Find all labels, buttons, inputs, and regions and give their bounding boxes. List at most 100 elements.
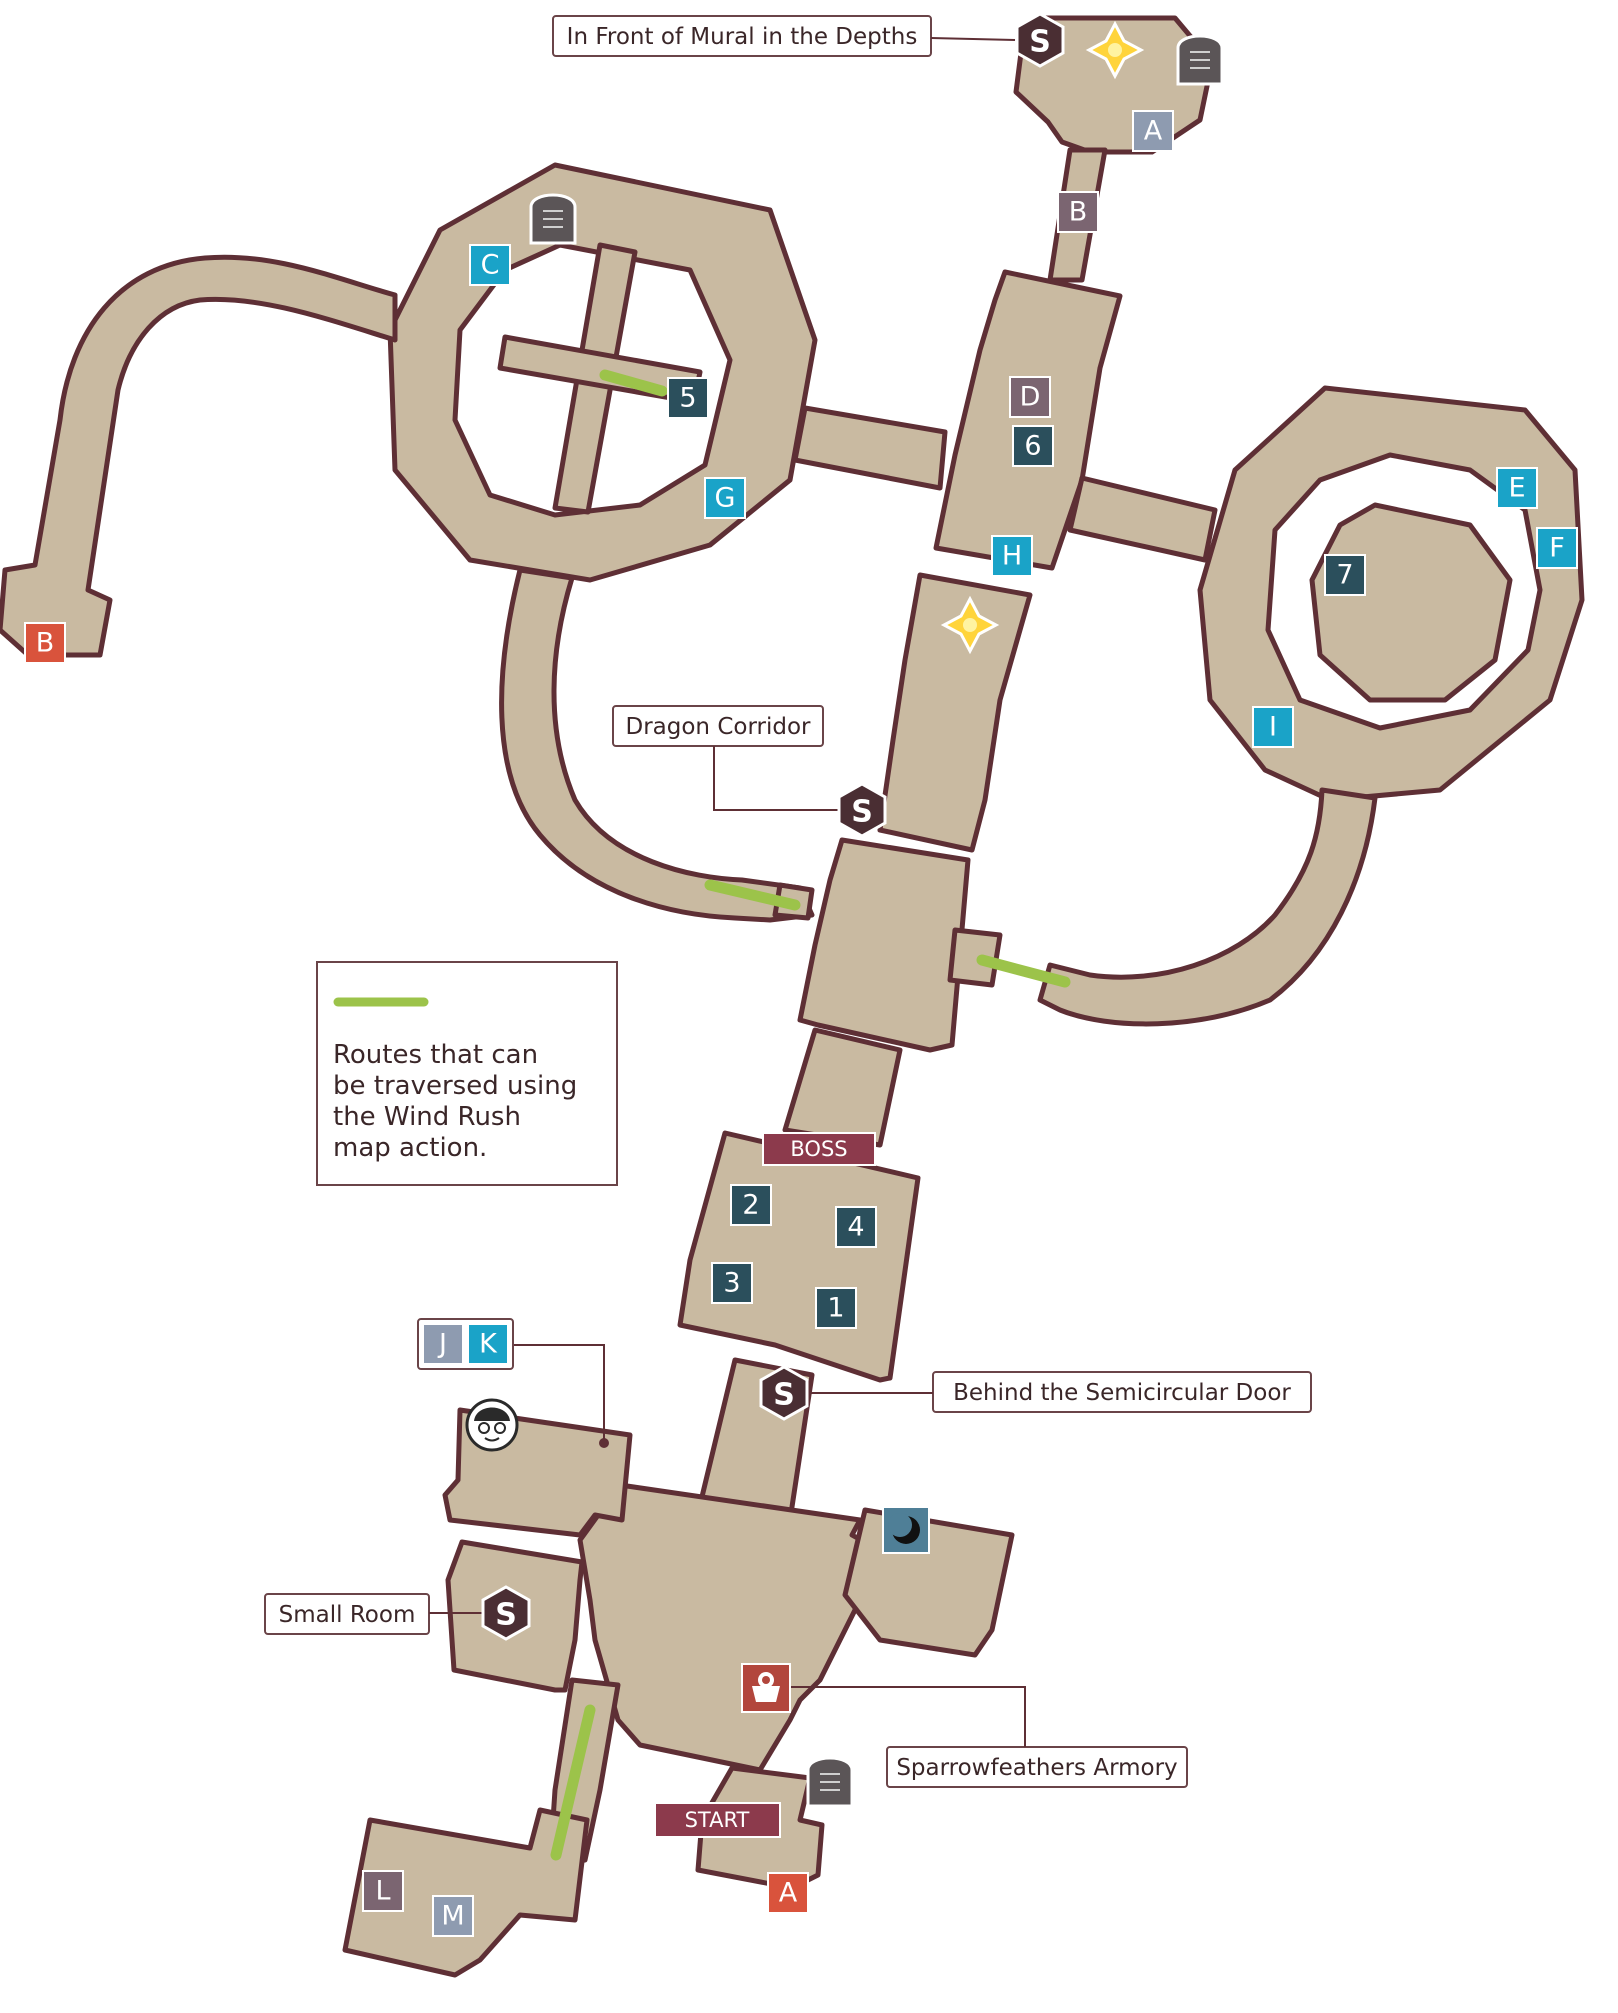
svg-text:D: D	[1020, 382, 1041, 413]
svg-text:I: I	[1269, 712, 1277, 743]
label-mural: In Front of Mural in the Depths	[567, 24, 918, 50]
west-arc-corridor	[0, 254, 398, 658]
svg-text:S: S	[1029, 25, 1051, 60]
start-tag-bg	[654, 1802, 781, 1838]
marker-2: 2	[730, 1184, 772, 1226]
central-hub	[797, 837, 971, 1053]
svg-text:B: B	[36, 628, 55, 659]
label-dragon-box	[612, 705, 824, 747]
label-semicircular: Behind the Semicircular Door	[953, 1380, 1291, 1406]
marker-m: M	[432, 1895, 474, 1937]
marker-7: 7	[1324, 554, 1366, 596]
svg-text:S: S	[851, 795, 873, 830]
wind-route-west-loop	[704, 879, 801, 911]
marker-6: 6	[1012, 425, 1054, 467]
legend-line-2: be traversed using	[333, 1071, 577, 1101]
marker-4: 4	[835, 1206, 877, 1248]
label-dragon: Dragon Corridor	[626, 714, 812, 740]
tombstone-icon	[806, 1756, 854, 1808]
marker-a-top: A	[1132, 110, 1174, 152]
star-point-icon	[1085, 20, 1145, 80]
svg-text:1: 1	[827, 1293, 844, 1324]
marker-h: H	[991, 535, 1033, 577]
svg-text:4: 4	[847, 1212, 864, 1243]
wind-route-east-loop	[976, 954, 1071, 988]
save-point-icon: S	[759, 1365, 809, 1421]
leader-mural	[930, 37, 1016, 41]
svg-text:H: H	[1002, 541, 1022, 572]
svg-text:6: 6	[1024, 431, 1041, 462]
svg-text:G: G	[715, 483, 736, 514]
svg-text:A: A	[1144, 116, 1163, 147]
marker-l: L	[362, 1870, 404, 1912]
tombstone-icon	[1176, 34, 1224, 86]
label-mural-box	[552, 15, 932, 57]
svg-text:B: B	[1069, 197, 1088, 228]
lower-hub	[577, 1482, 873, 1773]
tags: BOSS START	[654, 1132, 876, 1838]
label-small-room: Small Room	[279, 1602, 416, 1628]
moon-icon	[882, 1506, 930, 1554]
icons: S S S S	[465, 12, 1224, 1808]
save-point-icon: S	[837, 782, 887, 838]
start-tag: START	[685, 1808, 750, 1832]
markers: A B C D 6 5 G H E F 7 I B 2 4 3 1 J K L …	[24, 110, 1578, 1937]
star-corridor	[877, 572, 1033, 853]
svg-text:K: K	[479, 1329, 498, 1360]
svg-text:A: A	[779, 1878, 798, 1909]
boss-approach	[782, 1027, 903, 1148]
save-point-icon: S	[1015, 12, 1065, 68]
wind-route-west-cross	[599, 369, 668, 397]
star-point-icon	[940, 595, 1000, 655]
merchant-face-icon	[465, 1398, 519, 1452]
leader-jk-dot	[599, 1438, 609, 1448]
marker-1: 1	[815, 1287, 857, 1329]
marker-i: I	[1252, 706, 1294, 748]
marker-e: E	[1496, 467, 1538, 509]
svg-text:5: 5	[679, 383, 696, 414]
svg-text:L: L	[375, 1876, 390, 1907]
marker-a-red: A	[767, 1872, 809, 1914]
west-connector	[792, 405, 948, 491]
jk-box	[417, 1318, 514, 1370]
leader-armory	[762, 1686, 1026, 1747]
svg-text:S: S	[495, 1598, 517, 1633]
hub-stub-east	[947, 927, 1003, 988]
legend: Routes that can be traversed using the W…	[316, 961, 618, 1186]
svg-text:2: 2	[742, 1190, 759, 1221]
wind-route-south	[550, 1704, 596, 1861]
shop-icon	[741, 1663, 791, 1713]
svg-text:M: M	[441, 1901, 464, 1932]
marker-5: 5	[667, 377, 709, 419]
marker-b-corridor: B	[1057, 191, 1099, 233]
svg-text:F: F	[1549, 533, 1565, 564]
lm-room	[342, 1807, 590, 1978]
svg-text:7: 7	[1336, 560, 1353, 591]
svg-text:E: E	[1508, 473, 1525, 504]
tombstone-icon	[529, 193, 577, 245]
boss-tag: BOSS	[790, 1137, 847, 1161]
marker-3: 3	[711, 1262, 753, 1304]
svg-text:S: S	[773, 1378, 795, 1413]
wind-rush-routes	[550, 369, 1071, 1861]
legend-line-3: the Wind Rush	[333, 1102, 521, 1132]
east-loop-corridor	[1037, 787, 1378, 1027]
east-octagon-core	[1309, 502, 1513, 703]
leader-jk	[513, 1344, 605, 1442]
marker-g: G	[704, 477, 746, 519]
svg-text:J: J	[437, 1329, 447, 1360]
legend-line-4: map action.	[333, 1133, 487, 1163]
marker-k: K	[467, 1323, 509, 1365]
marker-c: C	[469, 244, 511, 286]
marker-j: J	[422, 1323, 464, 1365]
marker-f: F	[1536, 527, 1578, 569]
label-armory: Sparrowfeathers Armory	[896, 1755, 1177, 1781]
marker-d: D	[1009, 376, 1051, 418]
boss-room	[677, 1130, 921, 1383]
leader-dragon	[713, 746, 840, 811]
label-armory-box	[886, 1746, 1188, 1788]
boss-tag-bg	[762, 1132, 876, 1166]
callouts: In Front of Mural in the Depths Dragon C…	[264, 15, 1312, 1788]
save-point-icon: S	[481, 1585, 531, 1641]
